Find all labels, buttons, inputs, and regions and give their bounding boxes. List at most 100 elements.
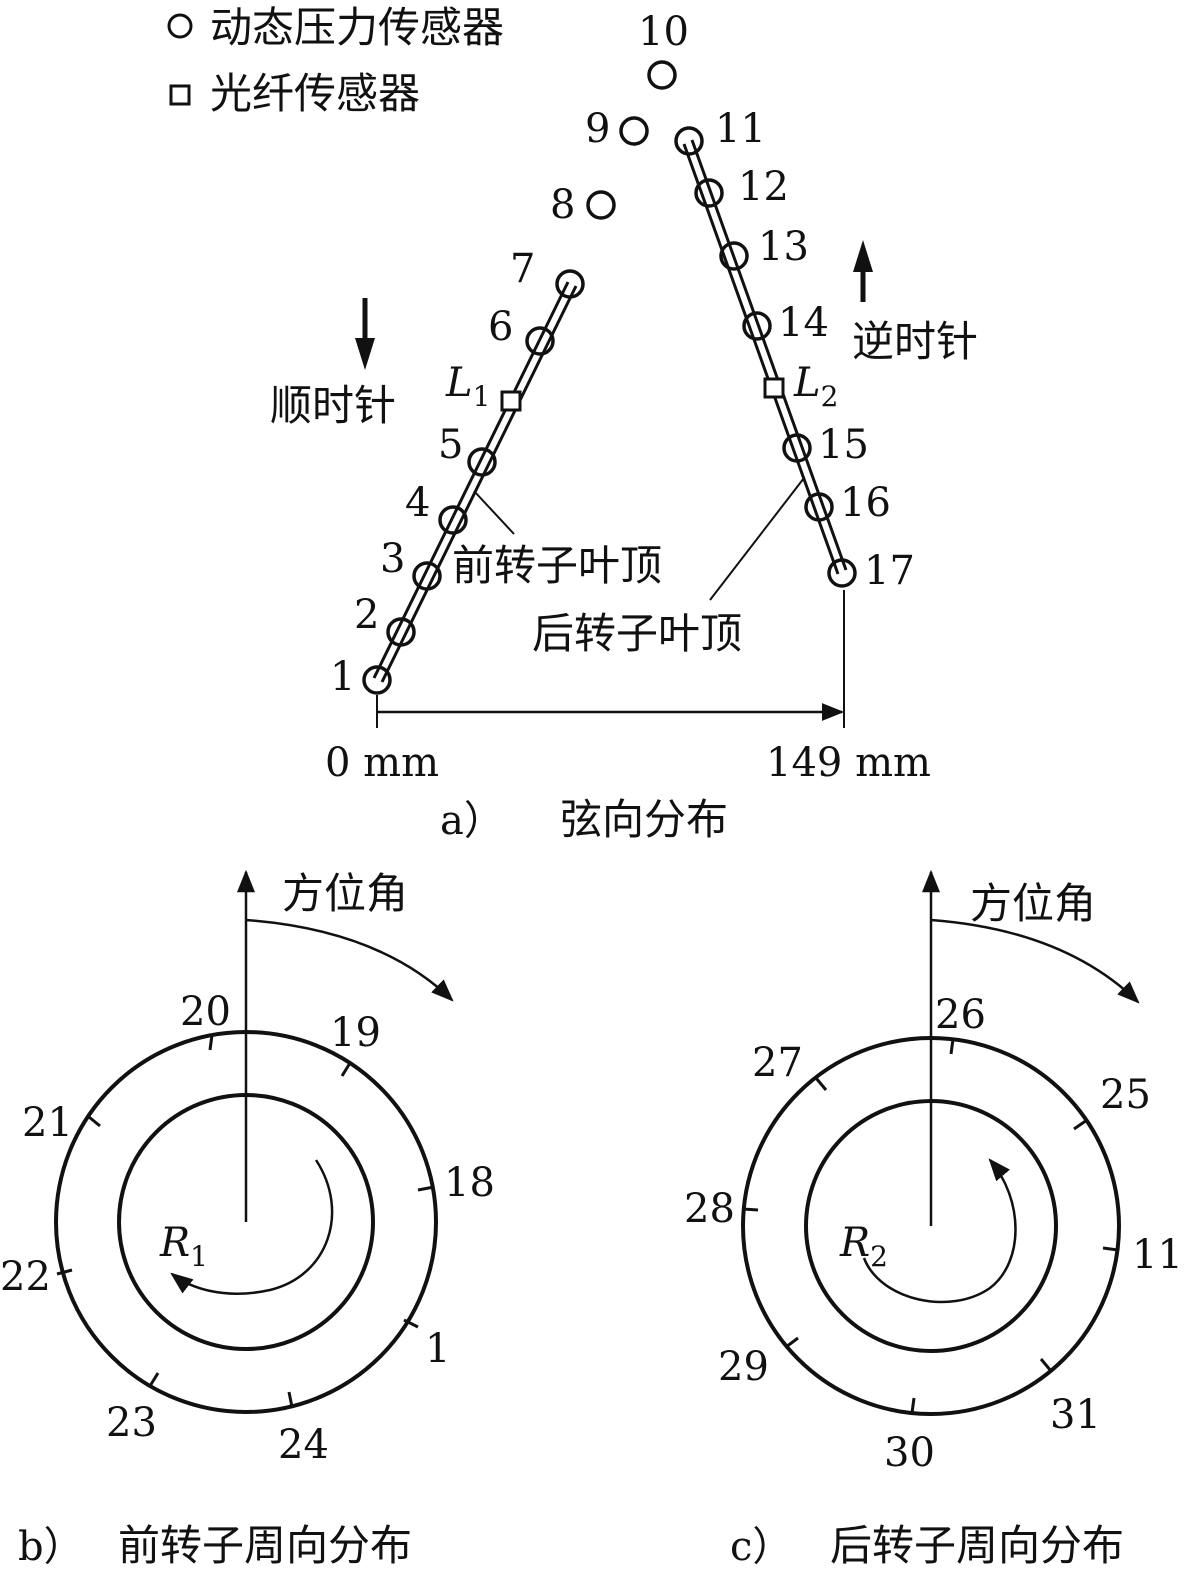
front-rotation-arrow-icon bbox=[170, 1159, 334, 1295]
tick-22 bbox=[56, 1268, 73, 1276]
sensor-label-16: 16 bbox=[840, 480, 891, 526]
sensor-label-10: 10 bbox=[638, 9, 689, 55]
sensor-marker-1 bbox=[362, 665, 392, 695]
rear-blade-label: 后转子叶顶 bbox=[532, 609, 742, 658]
fiber-sensor-marker-l2 bbox=[763, 377, 785, 399]
sensor-label-15: 15 bbox=[818, 422, 869, 468]
legend-fiber-label: 光纤传感器 bbox=[210, 69, 420, 118]
dimension-start-label: 0 mm bbox=[325, 740, 439, 786]
front-sensor-label-18: 18 bbox=[444, 1160, 495, 1206]
rear-blade-leader-line bbox=[709, 477, 805, 601]
sensor-marker-16 bbox=[804, 492, 834, 522]
front-sensor-label-21: 21 bbox=[22, 1100, 73, 1146]
rear-sensor-label-31: 31 bbox=[1050, 1392, 1101, 1438]
front-azimuth-label: 方位角 bbox=[282, 869, 408, 918]
panel-a-caption-letter: a） bbox=[440, 798, 504, 844]
sensor-marker-13 bbox=[719, 241, 749, 271]
legend: 动态压力传感器 光纤传感器 bbox=[167, 3, 504, 118]
tick-1 bbox=[403, 1318, 419, 1329]
rear-azimuth-label: 方位角 bbox=[970, 879, 1096, 928]
sensor-marker-8 bbox=[586, 190, 616, 220]
tick-20 bbox=[208, 1034, 214, 1051]
sensor-label-13: 13 bbox=[758, 224, 809, 270]
front-sensor-label-22: 22 bbox=[0, 1254, 51, 1300]
front-sensor-label-24: 24 bbox=[278, 1422, 329, 1468]
sensor-marker-9 bbox=[619, 116, 649, 146]
rear-rotation-arrow-icon bbox=[862, 1158, 1017, 1304]
panel-a-caption: 弦向分布 bbox=[560, 795, 728, 844]
panel-b-caption-letter: b） bbox=[18, 1524, 84, 1570]
sensor-marker-11 bbox=[674, 126, 704, 156]
tick-23 bbox=[148, 1372, 160, 1387]
tick-18 bbox=[417, 1185, 435, 1192]
fiber-label-l1: L1 bbox=[445, 360, 490, 413]
panel-c-caption: 后转子周向分布 bbox=[830, 1521, 1124, 1570]
sensor-label-1: 1 bbox=[330, 654, 355, 700]
sensor-label-6: 6 bbox=[488, 304, 513, 350]
sensor-label-17: 17 bbox=[864, 548, 915, 594]
sensor-marker-2 bbox=[386, 617, 416, 647]
sensor-label-11: 11 bbox=[715, 106, 766, 152]
rear-azimuth-arrow bbox=[930, 918, 1140, 1004]
tick-19 bbox=[340, 1062, 352, 1077]
sensor-marker-10 bbox=[647, 60, 677, 90]
tick-24 bbox=[287, 1391, 294, 1408]
legend-fiber-marker bbox=[169, 84, 191, 106]
sensor-number-labels: 1 2 3 4 5 6 7 8 9 10 11 12 13 14 15 16 1… bbox=[330, 9, 915, 700]
clockwise-label: 顺时针 bbox=[270, 381, 396, 430]
tick-11 bbox=[1102, 1246, 1119, 1252]
tick-26 bbox=[949, 1038, 955, 1055]
sensor-label-3: 3 bbox=[380, 536, 405, 582]
tick-29 bbox=[785, 1336, 799, 1349]
sensor-marker-5 bbox=[467, 447, 497, 477]
rear-sensor-label-29: 29 bbox=[718, 1344, 769, 1390]
tick-21 bbox=[88, 1115, 101, 1128]
tick-27 bbox=[814, 1077, 828, 1091]
rear-sensor-label-28: 28 bbox=[684, 1186, 735, 1232]
sensor-marker-17 bbox=[827, 558, 857, 588]
front-sensor-label-23: 23 bbox=[106, 1400, 157, 1446]
rear-sensor-label-25: 25 bbox=[1100, 1072, 1151, 1118]
sensor-label-9: 9 bbox=[585, 106, 610, 152]
legend-pressure-marker bbox=[167, 13, 193, 39]
tick-28 bbox=[742, 1207, 759, 1212]
panel-b-front-rotor: 方位角 R1 20 19 21 18 22 1 23 24 b） 前转子周向分布 bbox=[0, 869, 495, 1570]
pressure-sensor-markers bbox=[362, 60, 857, 695]
tick-30 bbox=[910, 1397, 916, 1414]
rear-blade-tip-line bbox=[682, 139, 848, 575]
front-blade-leader-line bbox=[473, 490, 515, 535]
rear-rotor-sensor-labels: 26 27 25 28 11 29 31 30 bbox=[684, 992, 1183, 1476]
rear-sensor-label-11: 11 bbox=[1132, 1232, 1183, 1278]
sensor-label-2: 2 bbox=[354, 592, 379, 638]
front-blade-label: 前转子叶顶 bbox=[452, 541, 662, 590]
legend-pressure-label: 动态压力传感器 bbox=[210, 3, 504, 52]
sensor-marker-6 bbox=[525, 326, 555, 356]
sensor-marker-14 bbox=[742, 311, 772, 341]
front-rotor-label: R1 bbox=[159, 1220, 208, 1273]
rear-sensor-label-27: 27 bbox=[752, 1040, 803, 1086]
rear-rotor-ticks bbox=[742, 1038, 1119, 1414]
rear-rotor-label: R2 bbox=[839, 1220, 888, 1273]
tick-25 bbox=[1073, 1118, 1088, 1131]
front-sensor-label-19: 19 bbox=[330, 1010, 381, 1056]
front-sensor-label-1: 1 bbox=[425, 1326, 450, 1372]
tick-31 bbox=[1039, 1358, 1053, 1372]
fiber-label-l2: L2 bbox=[793, 360, 838, 413]
sensor-label-8: 8 bbox=[550, 182, 575, 228]
sensor-marker-12 bbox=[694, 178, 724, 208]
sensor-label-5: 5 bbox=[438, 422, 463, 468]
rear-sensor-label-30: 30 bbox=[884, 1430, 935, 1476]
front-rotor-ticks bbox=[56, 1034, 435, 1408]
sensor-label-12: 12 bbox=[738, 164, 789, 210]
front-azimuth-arrow bbox=[245, 918, 454, 1002]
sensor-marker-7 bbox=[555, 269, 585, 299]
front-sensor-label-20: 20 bbox=[180, 989, 231, 1035]
rear-sensor-label-26: 26 bbox=[935, 992, 986, 1038]
sensor-label-7: 7 bbox=[510, 246, 535, 292]
fiber-sensor-marker-l1 bbox=[500, 390, 522, 412]
sensor-label-4: 4 bbox=[405, 480, 430, 526]
counterclockwise-label: 逆时针 bbox=[852, 317, 978, 366]
sensor-marker-15 bbox=[782, 433, 812, 463]
